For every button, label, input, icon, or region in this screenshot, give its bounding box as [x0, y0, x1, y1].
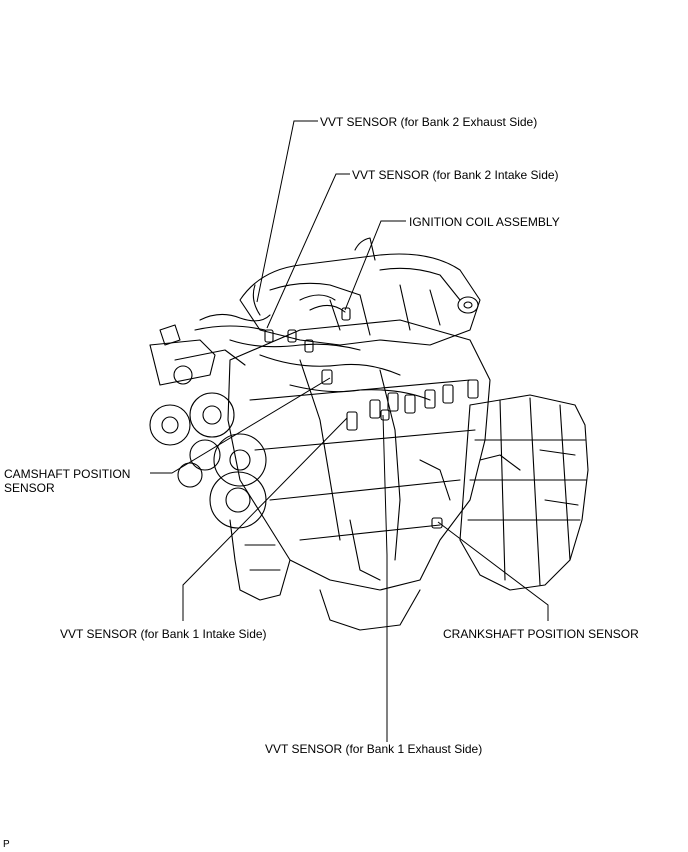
leader-camshaft [150, 377, 331, 474]
label-camshaft-position-sensor-line2: SENSOR [4, 481, 55, 495]
leader-lines [150, 120, 549, 742]
label-camshaft-position-sensor-line1: CAMSHAFT POSITION [4, 467, 131, 481]
coils-drawing [264, 307, 479, 529]
label-vvt-sensor-bank1-intake: VVT SENSOR (for Bank 1 Intake Side) [60, 627, 267, 641]
leader-bank2-intake [266, 173, 350, 329]
label-ignition-coil-assembly: IGNITION COIL ASSEMBLY [409, 215, 560, 229]
label-vvt-sensor-bank2-exhaust: VVT SENSOR (for Bank 2 Exhaust Side) [320, 115, 538, 129]
intake-manifold-drawing [239, 237, 481, 346]
pulleys-drawing [149, 324, 291, 601]
harness-drawing [194, 294, 431, 401]
leader-bank1-exhaust [382, 414, 388, 742]
leader-ignition-coil [344, 220, 406, 311]
label-crankshaft-position-sensor: CRANKSHAFT POSITION SENSOR [443, 627, 639, 641]
leader-bank2-exhaust [256, 120, 318, 303]
label-vvt-sensor-bank2-intake: VVT SENSOR (for Bank 2 Intake Side) [352, 168, 559, 182]
label-vvt-sensor-bank1-exhaust: VVT SENSOR (for Bank 1 Exhaust Side) [265, 742, 483, 756]
leader-bank1-intake [182, 417, 348, 621]
corner-mark: P [3, 839, 10, 850]
engine-block-drawing [227, 319, 491, 631]
transmission-drawing [459, 394, 589, 591]
leader-crankshaft [437, 521, 549, 621]
